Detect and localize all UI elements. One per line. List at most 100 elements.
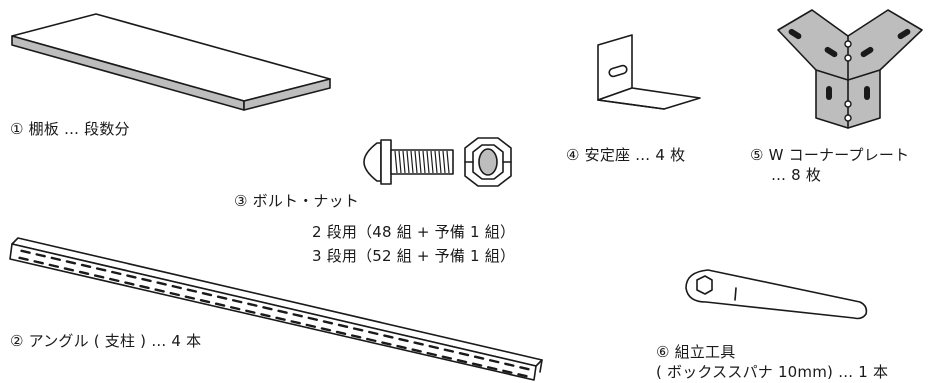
angle-slot-hole (443, 348, 455, 353)
angle-slot-hole (322, 320, 334, 325)
angle-slot-hole (426, 351, 437, 357)
corner-plate-label: ⑤ W コーナープレート (750, 146, 910, 164)
angle-slot-hole (169, 291, 180, 297)
angle-slot-hole (441, 355, 453, 360)
assembly-tool-label: ⑥ 組立工具 (656, 343, 736, 361)
angle-slot-hole (63, 267, 75, 272)
bolt-thread-line (406, 150, 410, 174)
angle-slot-hole (18, 256, 29, 261)
angle-slot-hole (335, 330, 347, 336)
angle-slot-hole (201, 291, 213, 297)
angle-slot-hole (352, 327, 364, 332)
angle-slot-hole (305, 323, 316, 328)
bolt-thread-line (434, 150, 438, 174)
angle-slot-hole (471, 362, 483, 367)
angle-slot-hole (214, 302, 226, 307)
angle-slot-hole (487, 366, 498, 371)
angle-slot-hole (93, 274, 105, 279)
bolt-thread-line (426, 150, 430, 174)
angle-slot-hole (171, 284, 182, 290)
bolt-thread-line (398, 150, 402, 174)
stabilizer-base-illustration (597, 34, 701, 110)
angle-slot-hole (473, 355, 485, 360)
angle-slot-hole (383, 334, 394, 339)
angle-slot-hole (368, 330, 379, 336)
bolt-qty-3-tier: 3 段用（52 組 + 予備 1 組） (312, 247, 516, 265)
bolt-thread-line (442, 150, 446, 174)
angle-slot-hole (292, 313, 303, 318)
angle-slot-hole (139, 284, 150, 290)
angle-slot-hole (50, 256, 61, 261)
angle-slot-hole (411, 348, 422, 353)
angle-slot-hole (247, 302, 258, 307)
assembly-tool-detail: ( ボックススパナ 10mm) … 1 本 (656, 363, 889, 381)
angle-slot-hole (307, 316, 318, 321)
angle-slot-hole (290, 320, 301, 325)
angle-slot-hole (275, 316, 286, 321)
angle-slot-hole (111, 270, 122, 276)
corner-plate-count: … 8 枚 (771, 166, 822, 184)
angle-slot-hole (216, 295, 228, 300)
angle-slot-hole (337, 323, 349, 329)
angle-slot-hole (428, 344, 439, 350)
angle-slot-hole (186, 288, 198, 293)
shelf-label: ① 棚板 … 段数分 (10, 120, 130, 138)
angle-slot-hole (48, 263, 59, 268)
stabilizer-base-label: ④ 安定座 … 4 枚 (566, 146, 686, 164)
angle-slot-hole (124, 281, 135, 286)
angle-slot-hole (33, 260, 44, 265)
angle-slot-hole (156, 281, 167, 286)
angle-slot-hole (396, 344, 407, 350)
angle-slot-hole (413, 341, 424, 346)
angle-slot-hole (489, 359, 500, 364)
angle-post-illustration (9, 237, 543, 381)
angle-slot-hole (80, 263, 92, 269)
angle-slot-hole (519, 366, 530, 371)
angle-slot-hole (517, 373, 528, 378)
nut-illustration (464, 137, 512, 187)
angle-slot-hole (277, 309, 288, 314)
angle-slot-hole (398, 337, 409, 343)
corner-plate-illustration (777, 9, 923, 129)
shelf-board-illustration (11, 13, 331, 111)
angle-slot-hole (458, 351, 470, 357)
angle-slot-hole (350, 334, 362, 339)
angle-slot-hole (78, 270, 90, 276)
angle-slot-hole (245, 309, 256, 314)
angle-label: ② アングル ( 支柱 ) … 4 本 (10, 332, 202, 350)
bolt-nut-label: ③ ボルト・ナット (234, 192, 360, 210)
bolt-thread-line (422, 150, 426, 174)
angle-slot-hole (504, 362, 515, 367)
angle-slot-hole (260, 313, 271, 318)
angle-slot-hole (366, 337, 377, 343)
bolt-thread-line (402, 150, 406, 174)
angle-slot-hole (199, 298, 211, 304)
bolt-thread-line (446, 150, 450, 174)
angle-slot-hole (95, 267, 107, 272)
bolt-thread-line (394, 150, 398, 174)
angle-slot-hole (456, 358, 468, 364)
angle-slot-hole (381, 341, 392, 346)
angle-slot-hole (35, 253, 46, 258)
angle-slot-hole (232, 299, 243, 304)
bolt-thread-line (438, 150, 442, 174)
bolt-qty-2-tier: 2 段用（48 組 + 予備 1 組） (312, 223, 516, 241)
angle-slot-hole (502, 369, 513, 374)
angle-slot-hole (126, 274, 137, 279)
bolt-illustration (363, 139, 454, 185)
angle-slot-hole (154, 288, 165, 293)
bolt-thread-line (418, 150, 422, 174)
angle-slot-hole (184, 295, 196, 300)
bolt-thread-line (414, 150, 418, 174)
angle-slot-hole (320, 327, 332, 332)
bolt-thread-line (410, 150, 414, 174)
bolt-thread-line (430, 150, 434, 174)
angle-slot-hole (65, 260, 77, 265)
angle-slot-hole (230, 306, 241, 311)
box-spanner-illustration (685, 269, 868, 320)
angle-slot-hole (141, 277, 152, 283)
angle-slot-hole (20, 249, 31, 254)
angle-slot-hole (262, 306, 273, 311)
